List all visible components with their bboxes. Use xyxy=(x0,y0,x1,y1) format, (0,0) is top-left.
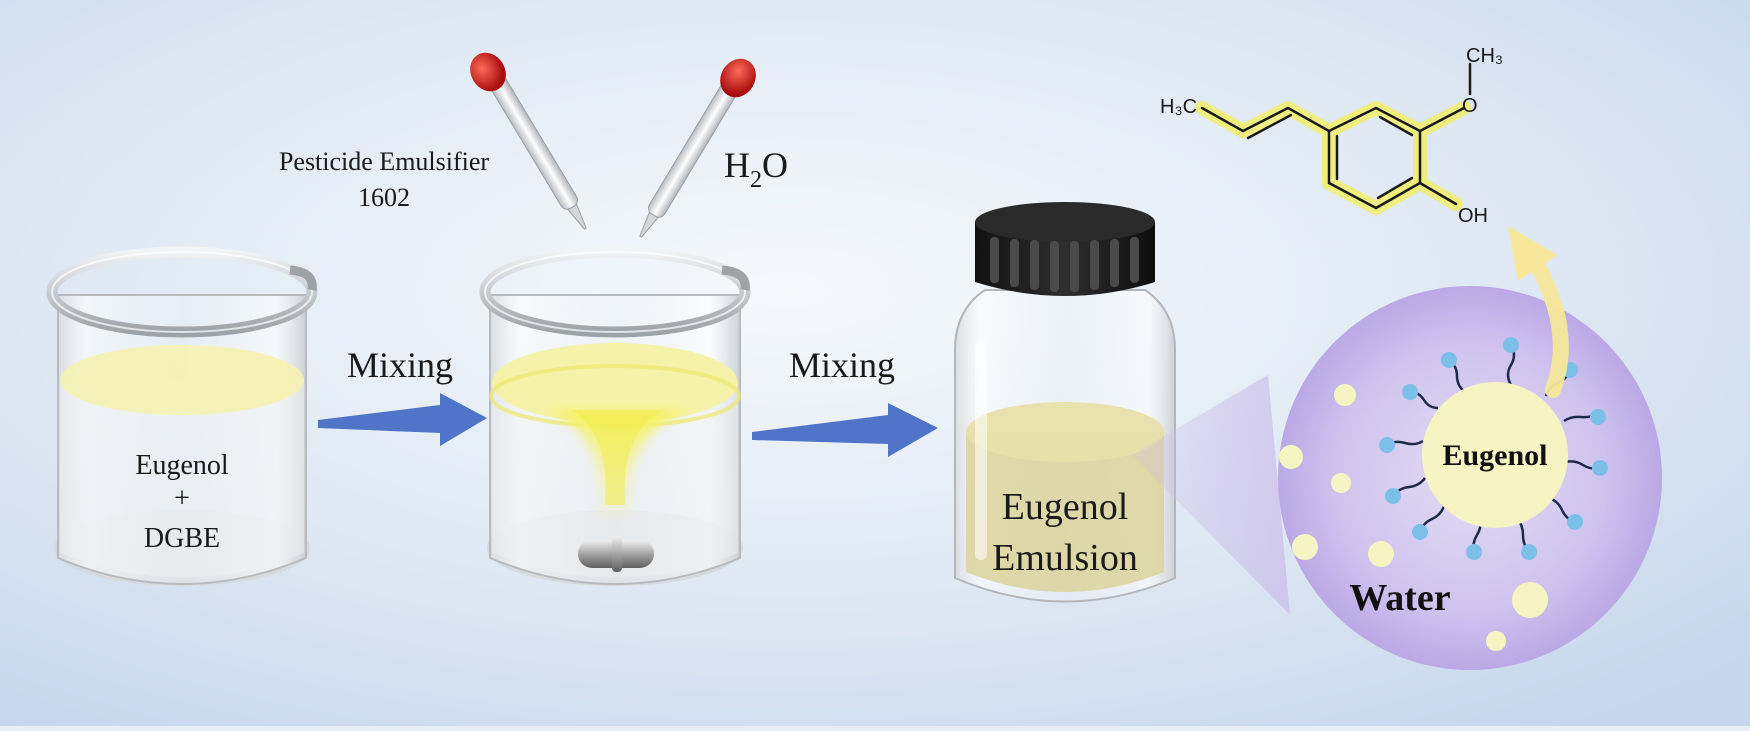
pipette-bulb-right xyxy=(720,58,756,98)
emulsion-bottle: Eugenol Emulsion xyxy=(954,202,1176,603)
emulsifier-label-line2: 1602 xyxy=(358,183,410,212)
droplet xyxy=(1486,631,1506,651)
stir-bar xyxy=(578,536,654,572)
structure-bonds xyxy=(1200,62,1472,210)
droplet xyxy=(1368,541,1394,567)
droplet xyxy=(1334,384,1356,406)
mixing-arrow-1: Mixing xyxy=(318,345,487,446)
beaker1-label-line1: Eugenol xyxy=(135,450,229,481)
droplet xyxy=(1512,582,1548,618)
zoom-beam xyxy=(1132,375,1290,615)
beaker1-label-line2: + xyxy=(174,483,190,514)
arrow-right-icon xyxy=(318,393,487,446)
bottle-label-line1: Eugenol xyxy=(1002,486,1129,528)
micelle-core-label: Eugenol xyxy=(1442,439,1547,472)
droplet xyxy=(1292,534,1318,560)
eugenol-structure: H₃C CH₃ O OH xyxy=(1160,45,1503,227)
beaker-eugenol-dgbe: Eugenol + DGBE xyxy=(46,246,318,586)
liquid-surface xyxy=(60,345,304,415)
beaker-stirring xyxy=(479,246,751,586)
ch3-label: CH₃ xyxy=(1466,45,1503,67)
droplet xyxy=(1331,473,1351,493)
pipette-emulsifier xyxy=(470,52,587,230)
eugenol-core xyxy=(1422,382,1568,528)
bottle-label-line2: Emulsion xyxy=(992,537,1138,579)
bottle-cap-icon xyxy=(975,202,1155,296)
micelle-zoom-circle: Eugenol Water xyxy=(1278,286,1662,670)
mixing-arrow-2: Mixing xyxy=(752,345,938,457)
water-label: Water xyxy=(1349,577,1450,619)
hydroxyl-label: OH xyxy=(1458,205,1488,227)
pipette-water xyxy=(639,58,756,238)
methoxy-o-label: O xyxy=(1462,95,1478,117)
water-formula-label: H2O xyxy=(724,145,788,193)
arrow-right-icon-2 xyxy=(752,403,938,457)
pipette-bulb-left xyxy=(470,52,506,92)
liquid-surface-2 xyxy=(492,343,738,423)
curved-arrow-icon xyxy=(1508,226,1569,398)
emulsifier-label-line1: Pesticide Emulsifier xyxy=(279,147,489,176)
mixing-label-2: Mixing xyxy=(789,345,895,385)
beaker1-label-line3: DGBE xyxy=(144,523,220,554)
droplet xyxy=(1279,445,1303,469)
h3c-label: H₃C xyxy=(1160,96,1197,118)
emulsion-liquid xyxy=(966,432,1164,592)
mixing-label-1: Mixing xyxy=(347,345,453,385)
